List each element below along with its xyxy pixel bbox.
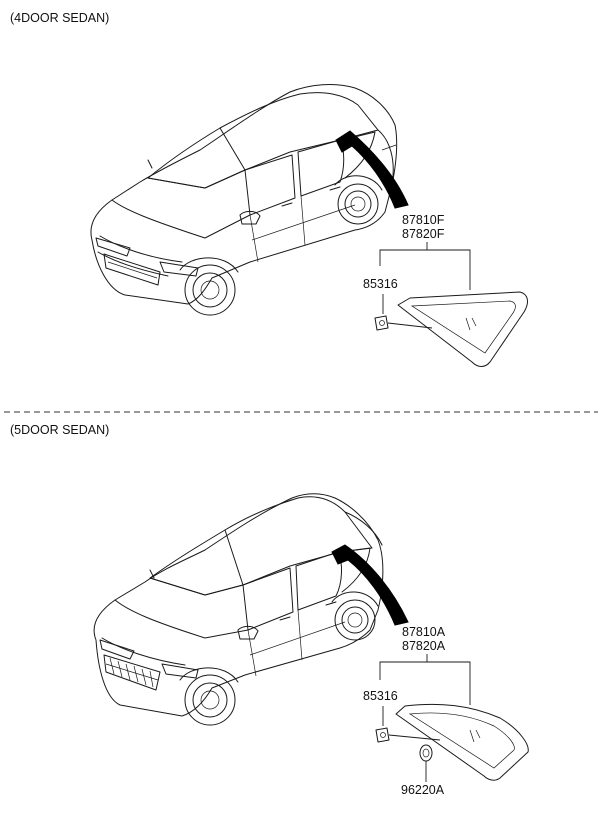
part-number-upper-5door: 87810A [402, 625, 446, 639]
indicator-arrow-4door [335, 130, 409, 209]
leader-bracket-5door [379, 654, 471, 705]
car-illustration-sedan [90, 84, 398, 316]
clip-85316-4door [374, 315, 433, 331]
section-title-4door: (4DOOR SEDAN) [10, 11, 109, 25]
car-illustration-hatchback [93, 493, 384, 726]
part-number-clip-4door: 85316 [363, 277, 398, 291]
quarter-glass-4door [397, 291, 528, 367]
section-5door: (5DOOR SEDAN) [10, 423, 529, 797]
part-number-clip-5door: 85316 [363, 689, 398, 703]
clip-85316-5door [375, 727, 441, 743]
quarter-glass-5door [395, 703, 529, 781]
part-number-upper-4door: 87810F [402, 213, 445, 227]
part-number-grommet-5door: 96220A [401, 783, 445, 797]
section-4door: (4DOOR SEDAN) [10, 11, 528, 367]
indicator-arrow-5door [331, 544, 409, 626]
part-number-lower-4door: 87820F [402, 227, 445, 241]
grommet-96220A [419, 744, 433, 782]
leader-bracket-4door [379, 242, 471, 290]
section-title-5door: (5DOOR SEDAN) [10, 423, 109, 437]
part-number-lower-5door: 87820A [402, 639, 446, 653]
